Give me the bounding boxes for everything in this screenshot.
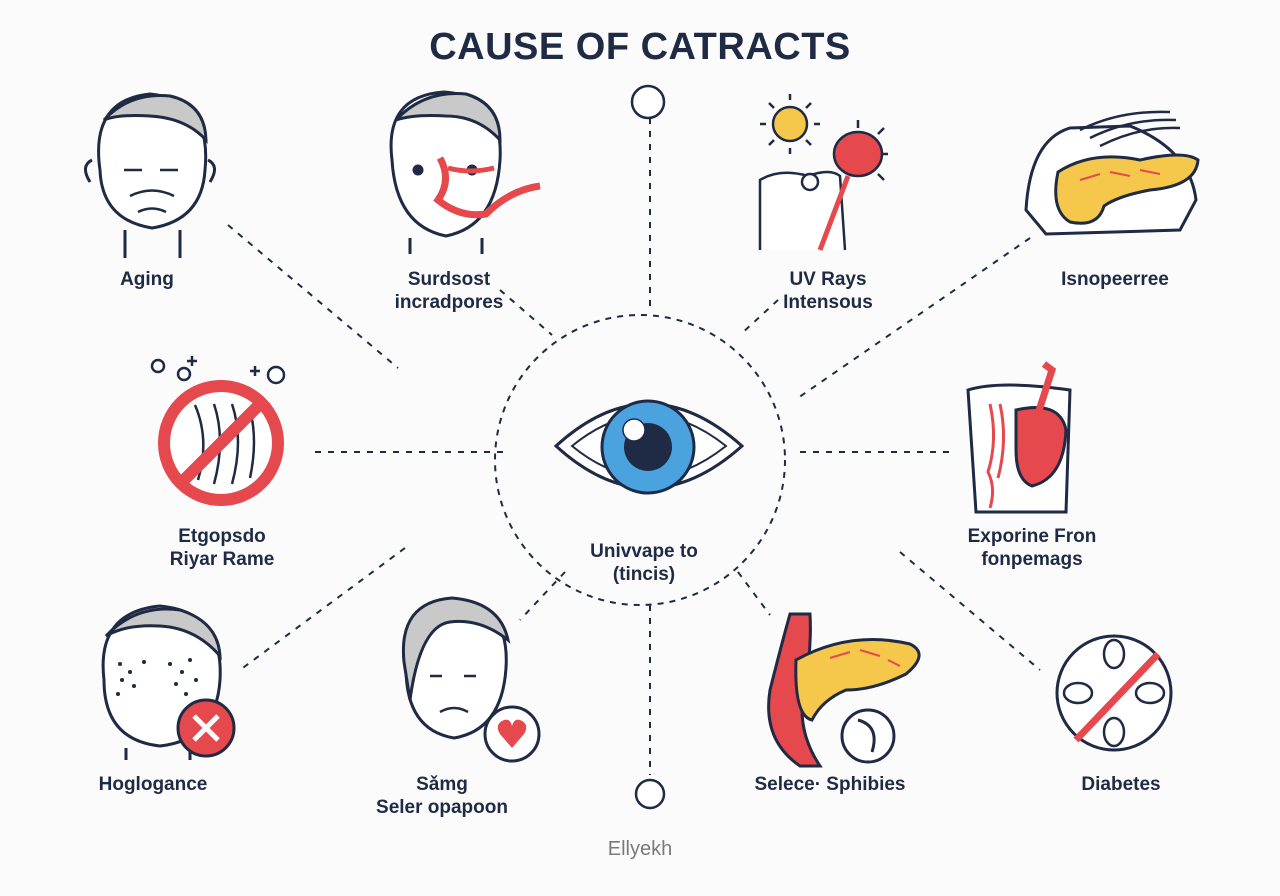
stomach-icon <box>966 361 1072 514</box>
elderly-face-icon <box>84 92 216 258</box>
prohibited-icon <box>150 356 286 506</box>
connector-smoking <box>499 289 553 336</box>
label-pancreas-top: Isnopeerree <box>995 268 1235 291</box>
woman-heart-icon <box>401 596 541 763</box>
label-uv-rays: UV Rays Intensous <box>708 268 948 314</box>
crossed-cells-icon <box>1055 634 1173 752</box>
center-label-line2: (tincis) <box>612 564 676 585</box>
label-pancreas-top-line1: Isnopeerree <box>1061 269 1169 290</box>
label-woman-line1: Sǎmg <box>416 774 468 795</box>
connector-diabetes <box>899 551 1041 671</box>
label-uv-rays-line2: Intensous <box>783 292 873 313</box>
label-pancreas-bottom: Selece· Sphibies <box>710 773 950 796</box>
page-title: CAUSE OF CATRACTS <box>429 26 851 68</box>
label-smoking: Surdsost incradpores <box>329 268 569 314</box>
label-skin: Hoglogance <box>33 773 273 796</box>
top-node-circle <box>630 84 666 120</box>
bottom-node-circle <box>634 778 666 810</box>
face-smoke-icon <box>389 90 541 254</box>
footer-watermark: Ellyekh <box>607 838 673 860</box>
label-pancreas-bottom-line1: Selece· Sphibies <box>754 774 906 795</box>
label-aging: Aging <box>27 268 267 291</box>
connector-aging <box>227 224 399 369</box>
label-no-drugs: Etgopsdo Riyar Rame <box>102 525 342 571</box>
label-uv-rays-line1: UV Rays <box>789 269 867 290</box>
connector-uv <box>739 299 779 336</box>
label-woman-line2: Seler opapoon <box>376 797 508 818</box>
label-aging-line1: Aging <box>120 269 174 290</box>
label-diabetes-line1: Diabetes <box>1081 774 1161 795</box>
connector-pancreas-top <box>794 237 1031 401</box>
sun-rays-icon <box>758 94 888 251</box>
center-label-line1: Univvape to <box>590 541 698 562</box>
center-label: Univvape to (tincis) <box>524 540 764 586</box>
label-exposure-line1: Exporine Fron <box>967 526 1097 547</box>
label-smoking-line1: Surdsost <box>407 269 491 290</box>
pancreas-organ-icon <box>767 612 921 768</box>
connector-pancreas-bottom <box>737 571 771 616</box>
label-exposure-line2: fonpemags <box>981 549 1083 570</box>
connector-skin <box>239 547 406 671</box>
label-smoking-line2: incradpores <box>394 292 504 313</box>
label-exposure: Exporine Fron fonpemags <box>912 525 1152 571</box>
eye-icon <box>553 399 745 495</box>
label-diabetes: Diabetes <box>1001 773 1241 796</box>
connector-lines <box>227 118 1041 775</box>
pancreas-icon <box>1024 110 1200 236</box>
connector-woman <box>519 571 566 621</box>
face-spots-icon <box>101 604 236 760</box>
label-skin-line1: Hoglogance <box>98 774 208 795</box>
label-no-drugs-line2: Riyar Rame <box>169 549 275 570</box>
label-no-drugs-line1: Etgopsdo <box>178 526 266 547</box>
center-ring <box>494 314 786 606</box>
label-woman: Sǎmg Seler opapoon <box>322 773 562 819</box>
